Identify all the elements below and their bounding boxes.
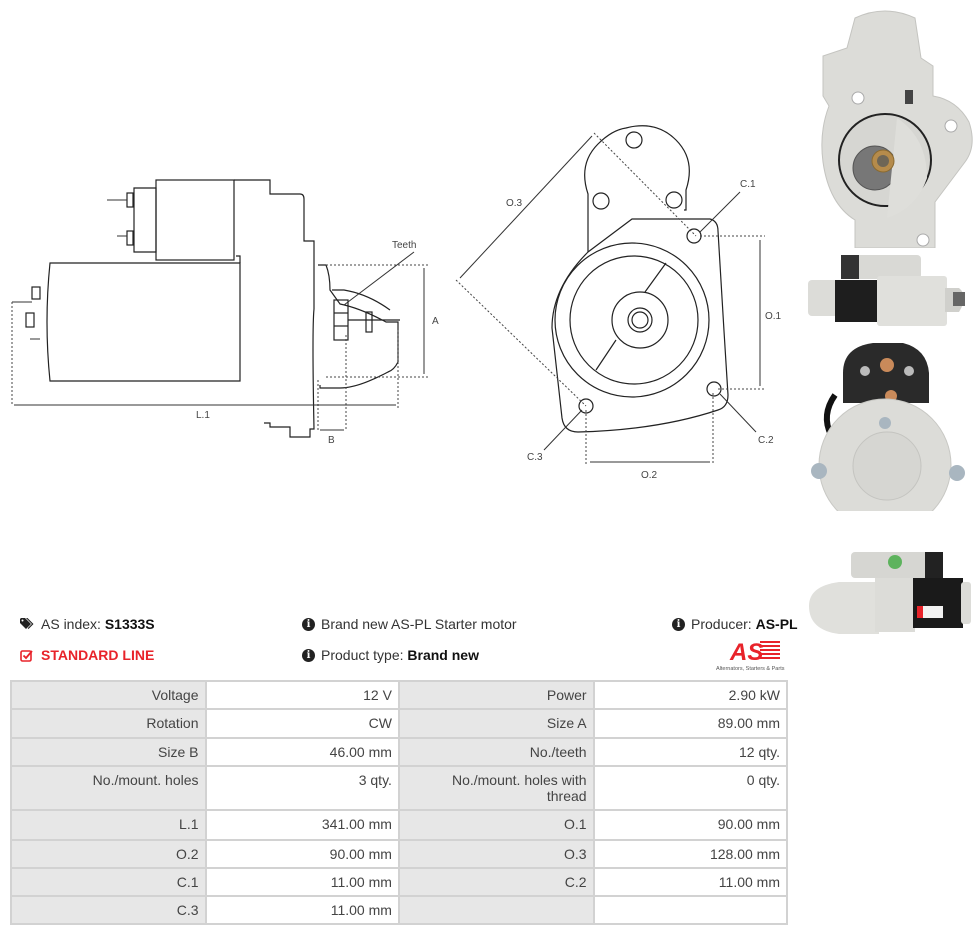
- technical-drawing-area: Teeth A L.1 B: [11, 125, 782, 481]
- spec-label-empty: [397, 895, 595, 925]
- specifications-table: Voltage 12 V Power 2.90 kW Rotation CW S…: [10, 680, 789, 925]
- info-icon: i: [302, 648, 315, 662]
- spec-label: O.2: [10, 839, 207, 869]
- side-photo-thumbnail[interactable]: [805, 252, 976, 332]
- standard-line-badge: STANDARD LINE: [20, 647, 154, 663]
- spec-value: 12 qty.: [592, 737, 789, 767]
- producer-label: Producer:: [691, 616, 752, 632]
- spec-value: 11.00 mm: [204, 895, 400, 925]
- spec-label: O.1: [397, 809, 595, 841]
- product-type-label: Product type:: [321, 647, 404, 663]
- spec-value: 341.00 mm: [204, 809, 400, 841]
- table-row: Voltage 12 V Power 2.90 kW: [10, 680, 789, 710]
- c3-label: C.3: [527, 452, 543, 463]
- spec-label: No./teeth: [397, 737, 595, 767]
- table-row: C.1 11.00 mm C.2 11.00 mm: [10, 867, 789, 897]
- as-index-value: S1333S: [104, 616, 155, 632]
- table-row: Size B 46.00 mm No./teeth 12 qty.: [10, 737, 789, 767]
- info-icon: i: [672, 617, 685, 631]
- spec-value: 90.00 mm: [204, 839, 400, 869]
- table-row: L.1 341.00 mm O.1 90.00 mm: [10, 809, 789, 841]
- spec-value: CW: [204, 708, 400, 739]
- front-photo-thumbnail[interactable]: [805, 8, 976, 249]
- table-row: No./mount. holes 3 qty. No./mount. holes…: [10, 765, 789, 811]
- checkbox-checked-icon: [20, 649, 33, 662]
- spec-label: Size B: [10, 737, 207, 767]
- info-icon: i: [302, 617, 315, 631]
- spec-value: 46.00 mm: [204, 737, 400, 767]
- as-index-label: AS index:: [41, 616, 101, 632]
- side-view-drawing: Teeth A L.1 B: [11, 179, 439, 446]
- spec-value-empty: [592, 895, 789, 925]
- standard-line-label: STANDARD LINE: [41, 647, 155, 663]
- spec-label: Voltage: [10, 680, 207, 710]
- spec-value: 11.00 mm: [592, 867, 789, 897]
- producer-row: i Producer: AS-PL: [672, 616, 798, 632]
- o3-label: O.3: [506, 198, 523, 209]
- o2-label: O.2: [641, 470, 658, 481]
- side-photo-2-thumbnail[interactable]: [805, 548, 976, 638]
- o1-label: O.1: [765, 311, 782, 322]
- product-type-value: Brand new: [407, 647, 479, 663]
- spec-label: L.1: [10, 809, 207, 841]
- c1-label: C.1: [740, 179, 756, 190]
- product-type-row: i Product type: Brand new: [302, 647, 479, 663]
- spec-value: 2.90 kW: [592, 680, 789, 710]
- product-description: Brand new AS-PL Starter motor: [321, 616, 517, 632]
- c2-label: C.2: [758, 435, 774, 446]
- teeth-label: Teeth: [392, 240, 416, 251]
- as-index-row: AS index: S1333S: [20, 616, 155, 632]
- tags-icon: [20, 617, 35, 631]
- table-row: O.2 90.00 mm O.3 128.00 mm: [10, 839, 789, 869]
- size-b-label: B: [328, 435, 335, 446]
- as-pl-logo: AS Alternators, Starters & Parts: [714, 638, 792, 672]
- spec-value: 128.00 mm: [592, 839, 789, 869]
- spec-value: 90.00 mm: [592, 809, 789, 841]
- spec-label: No./mount. holes: [10, 765, 207, 811]
- description-row: i Brand new AS-PL Starter motor: [302, 616, 517, 632]
- table-row: C.3 11.00 mm: [10, 895, 789, 925]
- spec-label: Rotation: [10, 708, 207, 739]
- producer-value: AS-PL: [755, 616, 798, 632]
- spec-label: Size A: [397, 708, 595, 739]
- spec-label: C.1: [10, 867, 207, 897]
- spec-value: 0 qty.: [592, 765, 789, 811]
- rear-photo-thumbnail[interactable]: [805, 343, 976, 532]
- spec-label: C.2: [397, 867, 595, 897]
- front-view-drawing: O.3 C.1 O.1 C.2 C.3 O.2: [455, 125, 782, 481]
- table-row: Rotation CW Size A 89.00 mm: [10, 708, 789, 739]
- logo-tagline: Alternators, Starters & Parts: [716, 666, 785, 672]
- spec-value: 12 V: [204, 680, 400, 710]
- spec-label: No./mount. holes with thread: [397, 765, 595, 811]
- spec-label: O.3: [397, 839, 595, 869]
- spec-value: 89.00 mm: [592, 708, 789, 739]
- size-a-label: A: [432, 316, 439, 327]
- l1-label: L.1: [196, 410, 210, 421]
- spec-value: 11.00 mm: [204, 867, 400, 897]
- spec-label: C.3: [10, 895, 207, 925]
- logo-mark: AS: [729, 639, 763, 666]
- spec-value: 3 qty.: [204, 765, 400, 811]
- spec-label: Power: [397, 680, 595, 710]
